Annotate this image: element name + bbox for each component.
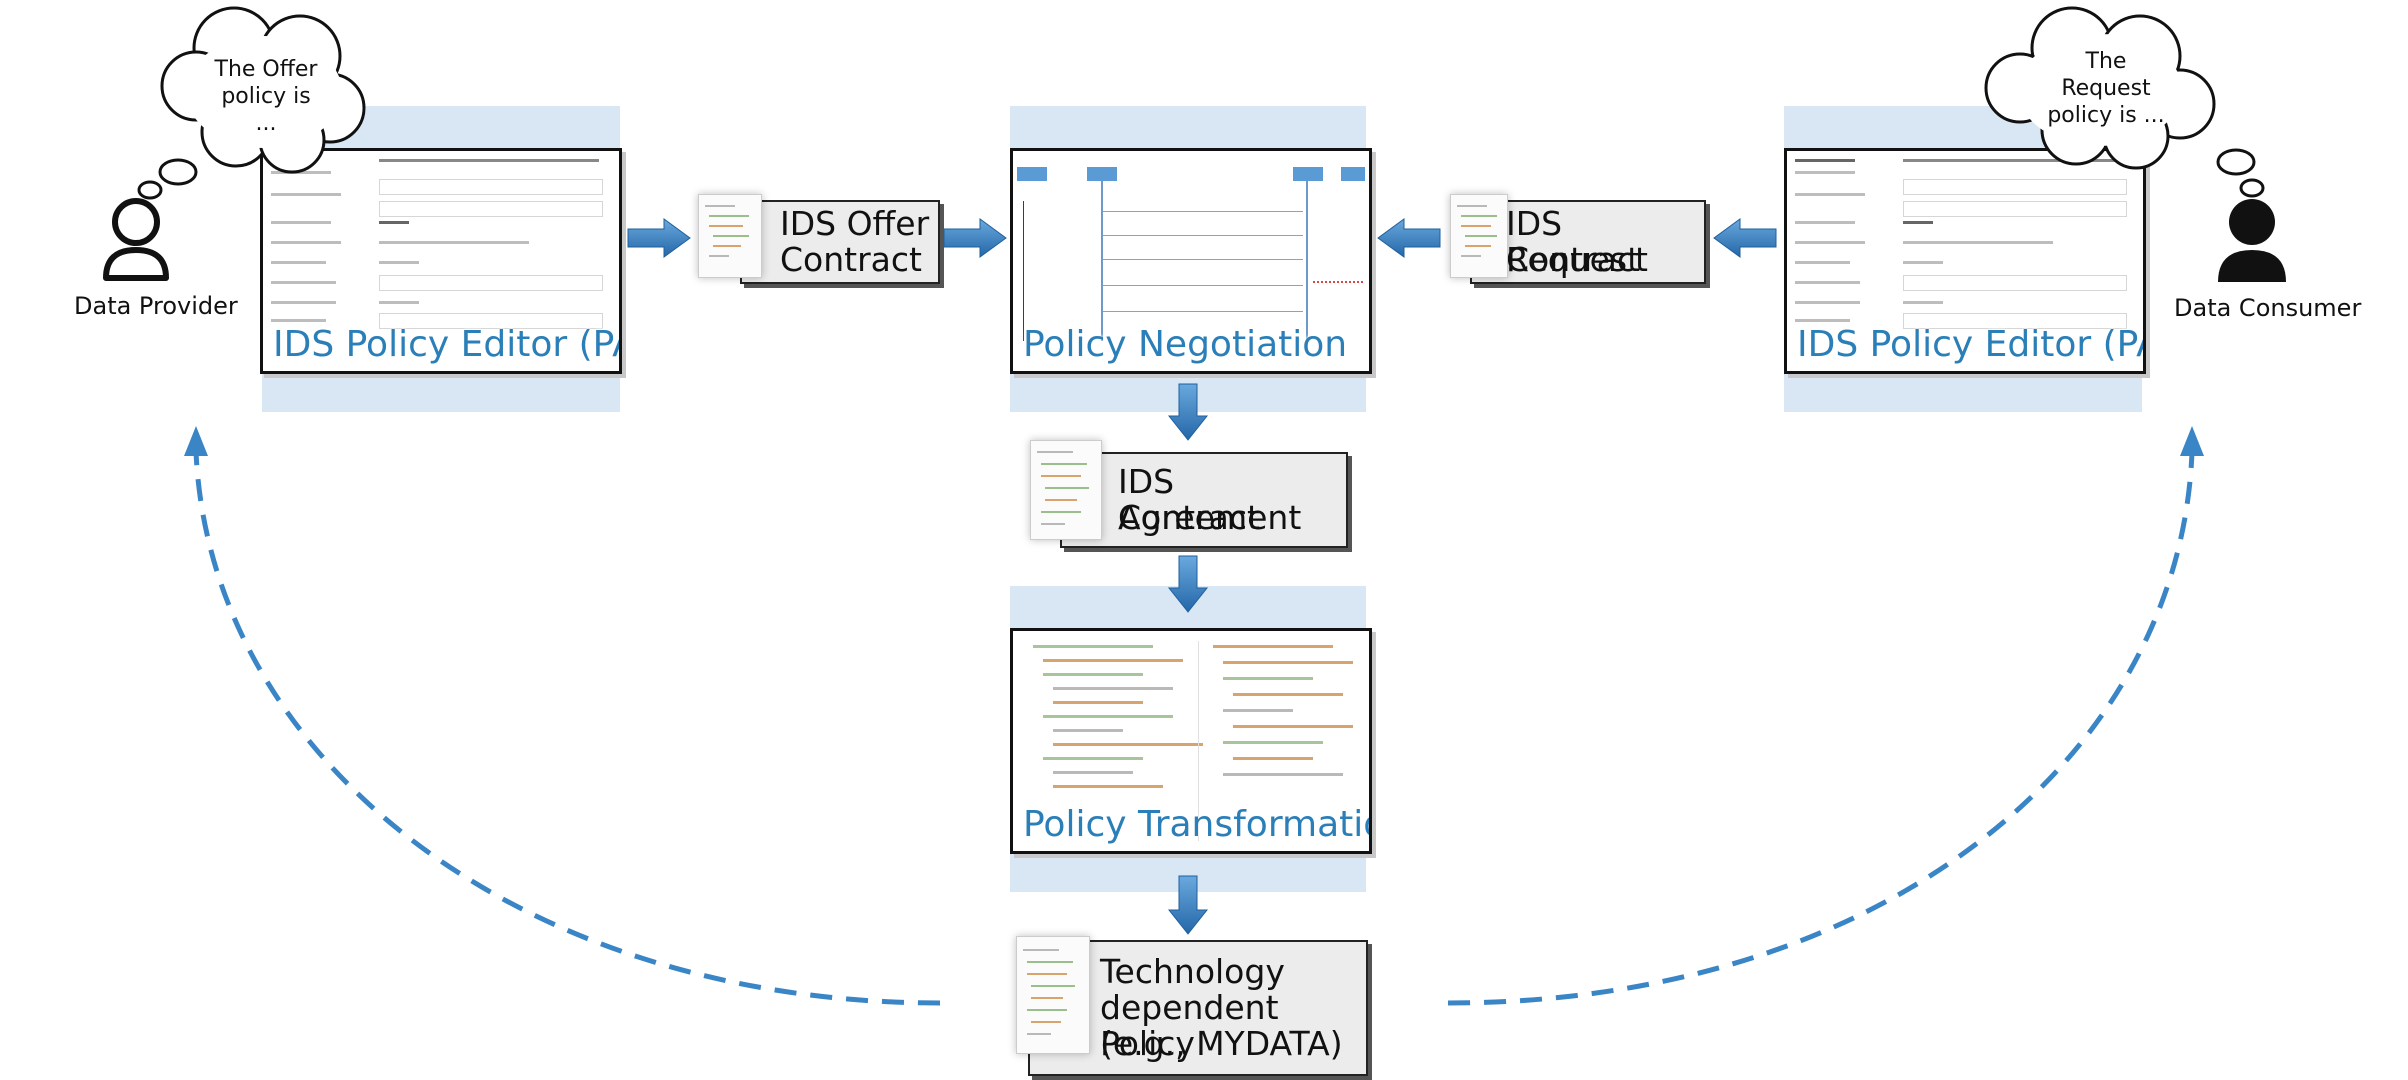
agreement-contract-line1: IDS Agreement	[1118, 462, 1302, 537]
arrow-editor-to-request	[1713, 218, 1777, 258]
data-consumer-person-icon	[2218, 199, 2286, 282]
provider-cloud-line3: ...	[255, 111, 277, 136]
policy-negotiation-panel: Policy Negotiation	[1010, 148, 1372, 374]
provider-thought-cloud	[137, 6, 366, 200]
data-provider-label: Data Provider	[74, 292, 238, 320]
consumer-cloud-line2: Request	[2061, 76, 2151, 101]
request-document-thumbnail	[1450, 194, 1508, 278]
transformation-title: Policy Transformation	[1023, 804, 1372, 845]
technology-policy-line2: dependent Policy	[1100, 988, 1279, 1063]
consumer-cloud-text: The Request policy is ...	[2036, 48, 2176, 129]
arrow-offer-to-negotiation	[943, 218, 1007, 258]
data-consumer-label: Data Consumer	[2174, 294, 2362, 322]
request-contract-box: IDS Request Contract	[1470, 200, 1706, 284]
technology-document-thumbnail	[1016, 936, 1090, 1054]
arrow-editor-to-offer	[627, 218, 691, 258]
provider-cloud-line2: policy is	[221, 84, 311, 109]
feedback-arc-left	[184, 426, 941, 1006]
consumer-thought-cloud	[1984, 6, 2265, 198]
provider-editor-title: IDS Policy Editor (PAP)	[273, 324, 619, 365]
technology-policy-line1: Technology	[1100, 952, 1285, 991]
request-contract-line2: Contract	[1506, 240, 1648, 279]
offer-contract-box: IDS Offer Contract	[740, 200, 940, 284]
arrow-request-to-negotiation	[1377, 218, 1441, 258]
technology-policy-line3: (e.g., MYDATA)	[1100, 1024, 1343, 1063]
policy-transformation-panel: Policy Transformation	[1010, 628, 1372, 854]
offer-contract-line2: Contract	[780, 240, 922, 279]
provider-policy-editor-panel: IDS Policy Editor (PAP)	[260, 148, 622, 374]
feedback-arc-right	[1447, 426, 2204, 1006]
arrow-agreement-to-transformation	[1167, 555, 1209, 613]
data-provider-person-icon	[103, 198, 169, 281]
agreement-contract-box: IDS Agreement Contract	[1060, 452, 1348, 548]
offer-document-thumbnail	[698, 194, 762, 278]
consumer-policy-editor-panel: IDS Policy Editor (PAP)	[1784, 148, 2146, 374]
provider-cloud-line1: The Offer	[214, 57, 318, 82]
provider-cloud-text: The Offer policy is ...	[196, 56, 336, 137]
arrow-negotiation-to-agreement	[1167, 383, 1209, 441]
consumer-editor-title: IDS Policy Editor (PAP)	[1797, 324, 2143, 365]
agreement-document-thumbnail	[1030, 440, 1102, 540]
request-contract-line1: IDS Request	[1506, 204, 1641, 279]
negotiation-title: Policy Negotiation	[1023, 324, 1348, 365]
arrow-transformation-to-technology	[1167, 875, 1209, 935]
offer-contract-line1: IDS Offer	[780, 204, 930, 243]
consumer-cloud-line3: policy is ...	[2047, 103, 2165, 128]
agreement-contract-line2: Contract	[1118, 498, 1260, 537]
consumer-cloud-line1: The	[2085, 49, 2127, 74]
